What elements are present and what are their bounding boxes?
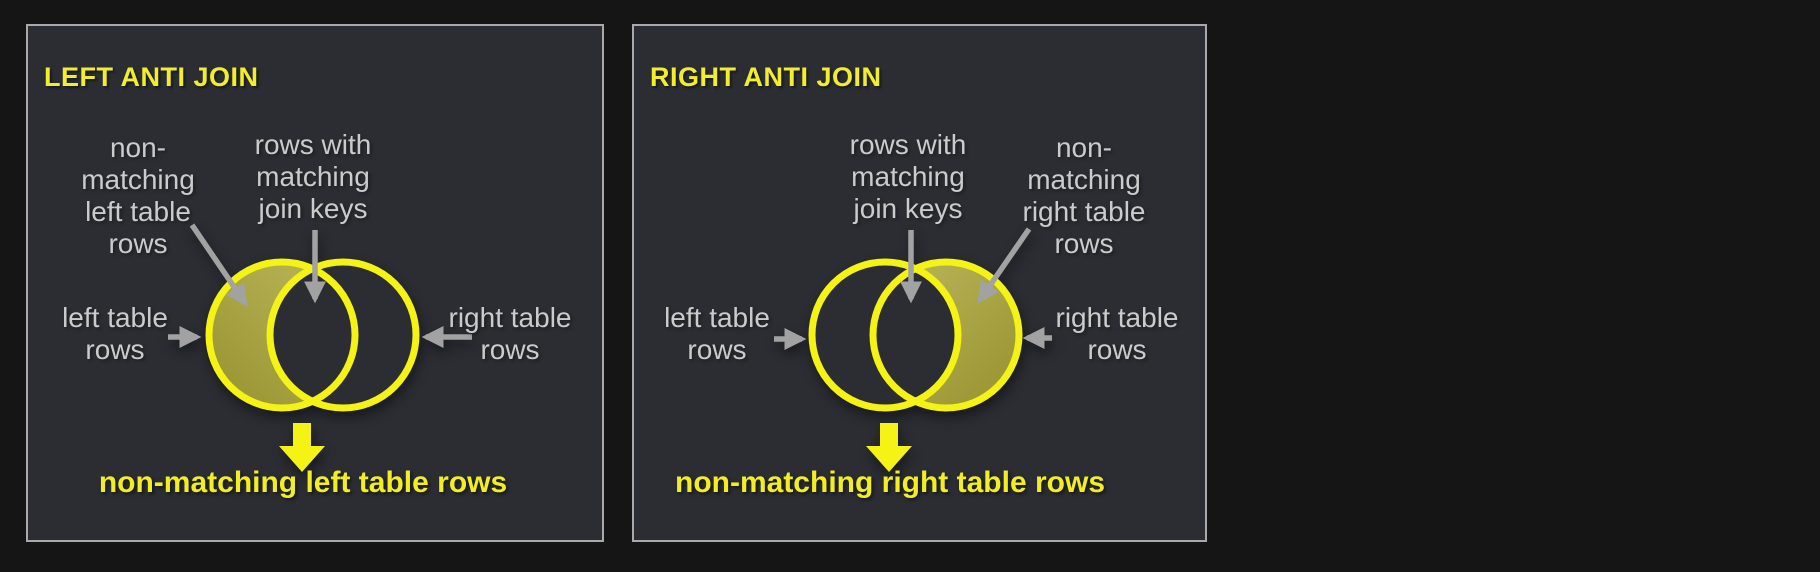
label-nonmatching-left-rows: non- matching left table rows bbox=[81, 132, 195, 259]
label-left-table-rows: left table rows bbox=[664, 302, 770, 365]
label-right-table-rows: right table rows bbox=[1055, 302, 1179, 365]
venn-left-circle bbox=[205, 258, 359, 412]
down-arrow-icon bbox=[866, 423, 912, 472]
pointer-arrow-icon bbox=[977, 227, 1032, 304]
pointer-arrow-icon bbox=[189, 223, 248, 307]
venn-right-circle bbox=[869, 258, 1023, 412]
label-matching-join-keys: rows with matching join keys bbox=[849, 129, 967, 224]
venn-diagram bbox=[168, 223, 472, 472]
left-anti-join-panel: LEFT ANTI JOIN non- matching left table … bbox=[26, 24, 604, 542]
right-anti-join-panel: RIGHT ANTI JOIN rows with matching join … bbox=[632, 24, 1207, 542]
panel-title: LEFT ANTI JOIN bbox=[44, 62, 259, 93]
label-right-table-rows: right table rows bbox=[448, 302, 572, 365]
venn-left-circle bbox=[808, 258, 962, 412]
label-left-table-rows: left table rows bbox=[62, 302, 168, 365]
result-caption: non-matching right table rows bbox=[674, 466, 1106, 499]
venn-right-circle bbox=[266, 258, 420, 412]
result-caption: non-matching left table rows bbox=[98, 466, 508, 499]
panel-title: RIGHT ANTI JOIN bbox=[650, 62, 882, 93]
venn-diagram bbox=[774, 227, 1052, 472]
label-nonmatching-right-rows: non- matching right table rows bbox=[1022, 132, 1146, 259]
label-matching-join-keys: rows with matching join keys bbox=[254, 129, 372, 224]
down-arrow-icon bbox=[279, 423, 325, 472]
